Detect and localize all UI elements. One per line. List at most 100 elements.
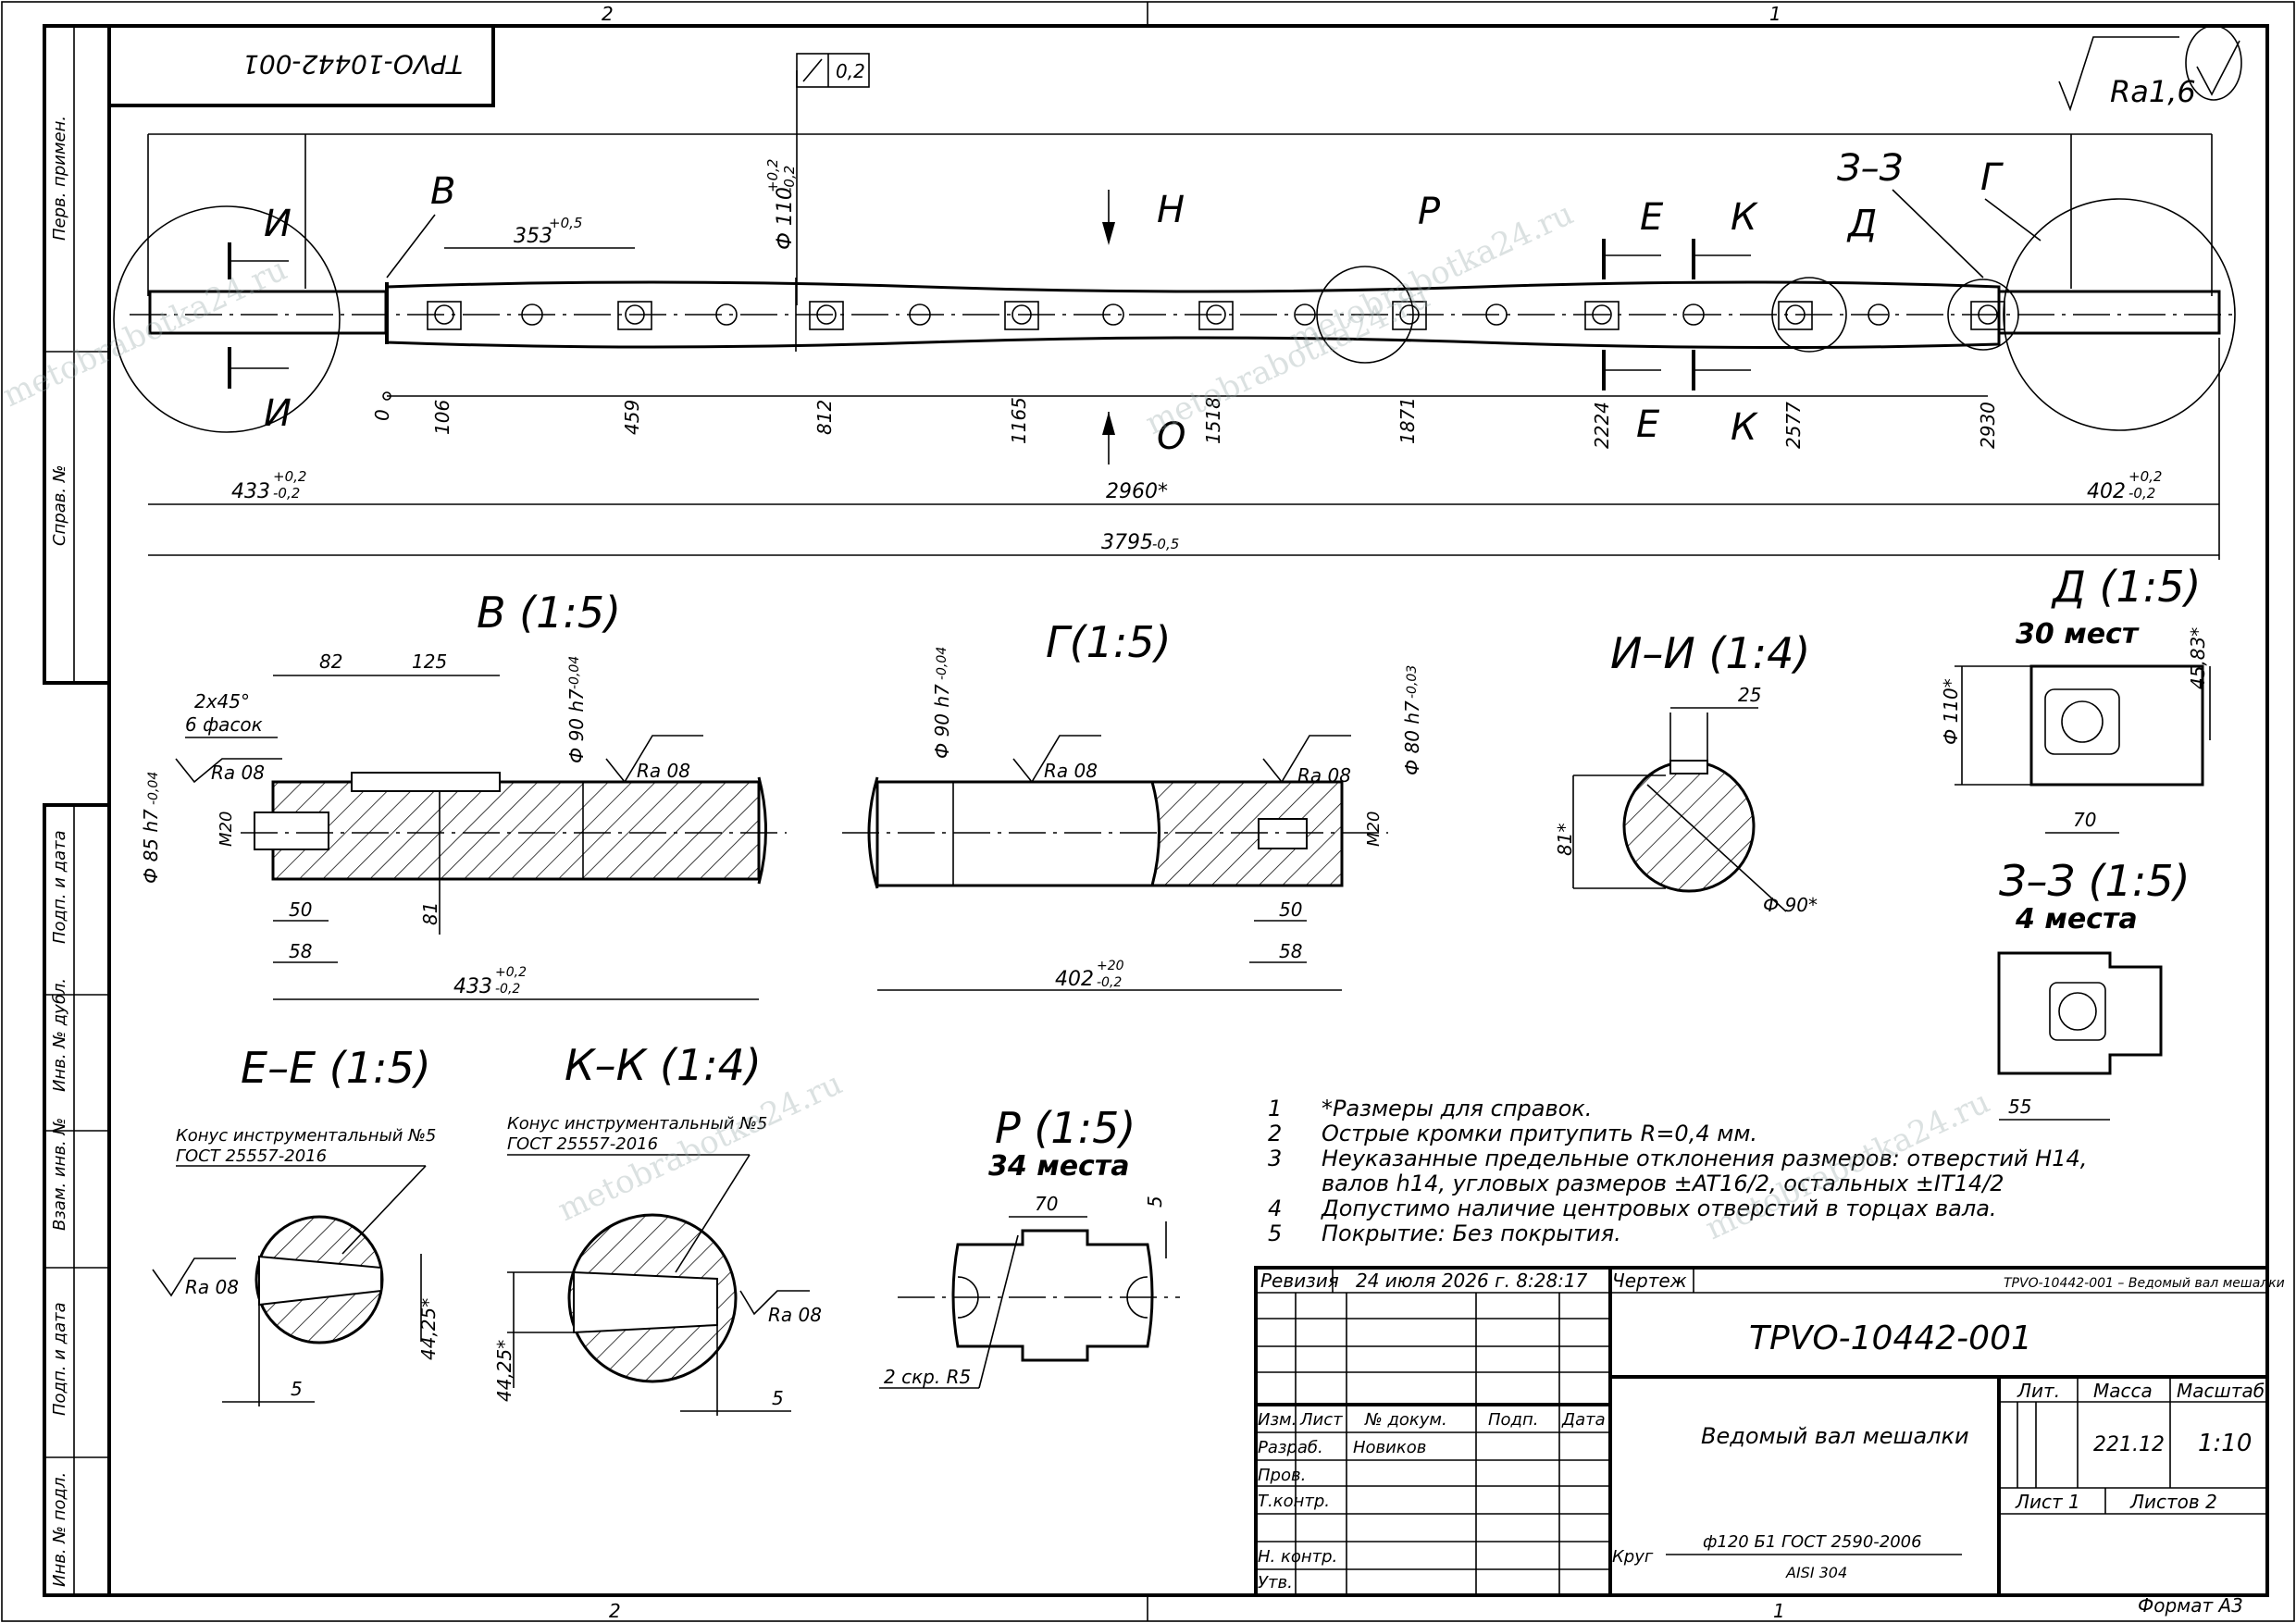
zone-bottom-2: 2: [609, 1600, 621, 1622]
note-5-num: 5: [1268, 1220, 1282, 1246]
runout-tolerance: 0,2: [796, 53, 870, 305]
dim-433-up: +0,2: [273, 468, 306, 485]
view-V: В (1:5) 2х45° 6 фасок Ф 85 h7 -0,04 Ф 90…: [140, 588, 787, 1000]
detail-label-D: Д: [1846, 203, 1877, 245]
dim-d110: Ф 110: [774, 187, 797, 250]
view-33-title: З–З (1:5): [1999, 856, 2191, 906]
view-G-402-dn: -0,2: [1097, 975, 1122, 990]
pos-106: 106: [431, 400, 453, 435]
tb-material-2: AISI 304: [1785, 1564, 1847, 1581]
view-V-d85-tol: -0,04: [146, 772, 161, 805]
view-33-55: 55: [2008, 1096, 2031, 1118]
detail-label-Z33: З–З: [1837, 147, 1903, 190]
view-G: Г(1:5) Ф 90 h7 -0,04 Ф 80 h7 -0,03 Ra 08…: [842, 617, 1423, 991]
view-EE-title: Е–Е (1:5): [241, 1043, 431, 1093]
view-G-ra1: Ra 08: [1044, 760, 1098, 782]
view-KK-5: 5: [772, 1387, 784, 1409]
section-mark-E-top: Е: [1640, 196, 1664, 239]
view-V-50: 50: [289, 898, 312, 921]
technical-notes: 1 *Размеры для справок. 2 Острые кромки …: [1268, 1096, 2087, 1246]
dim-402-up: +0,2: [2128, 468, 2162, 485]
note-1-text: *Размеры для справок.: [1322, 1096, 1592, 1121]
strip-label-ref-no: Справ. №: [50, 465, 69, 546]
roughness-general: Ra1,6: [2058, 25, 2242, 112]
view-D-d110: Ф 110*: [1940, 678, 1962, 745]
view-R-5: 5: [1144, 1196, 1166, 1208]
strip-label-sign-date-1: Подп. и дата: [50, 830, 69, 944]
tb-col-list: Лист: [1299, 1410, 1343, 1430]
view-G-58: 58: [1279, 940, 1302, 962]
detail-circle-Z: [1947, 279, 2019, 351]
view-33: З–З (1:5) 4 места 55: [1997, 856, 2191, 1121]
detail-label-R: Р: [1418, 191, 1441, 233]
view-II-25: 25: [1738, 684, 1761, 706]
view-KK-gost: ГОСТ 25557-2016: [507, 1134, 658, 1154]
view-KK: К–К (1:4) Конус инструментальный №5 ГОСТ…: [493, 1040, 822, 1416]
detail-label-G: Г: [1980, 156, 2004, 199]
note-4-num: 4: [1268, 1196, 1282, 1221]
view-V-d90-tol: -0,04: [567, 656, 582, 689]
strip-label-replace-inv: Взам. инв. №: [50, 1118, 69, 1231]
view-V-81: 81: [419, 902, 441, 925]
view-G-title: Г(1:5): [1046, 617, 1172, 667]
view-R: Р (1:5) 34 места 70 5 2 скр. R5: [879, 1103, 1180, 1389]
view-33-count: 4 места: [2015, 903, 2138, 935]
view-V-ra1: Ra 08: [211, 762, 265, 784]
tb-mass: 221.12: [2093, 1433, 2165, 1456]
view-V-125: 125: [412, 650, 447, 673]
view-G-d90-tol: -0,04: [935, 647, 949, 680]
view-D-count: 30 мест: [2016, 618, 2140, 650]
strip-label-orig-inv: Инв. № подл.: [50, 1472, 69, 1587]
view-KK-ra: Ra 08: [768, 1304, 822, 1326]
view-G-ra2: Ra 08: [1297, 764, 1351, 787]
view-V-chamfer-count: 6 фасок: [185, 713, 263, 736]
note-3b-text: валов h14, угловых размеров ±AT16/2, ост…: [1322, 1171, 2004, 1196]
view-R-count: 34 места: [988, 1150, 1129, 1183]
view-V-58: 58: [289, 940, 312, 962]
dim-353: 353: [514, 225, 552, 248]
view-KK-cone: Конус инструментальный №5: [507, 1114, 767, 1134]
pos-2930: 2930: [1977, 402, 1999, 449]
view-V-chamfer: 2х45°: [194, 690, 250, 712]
view-V-ra2: Ra 08: [637, 760, 690, 782]
section-mark-K-bot: К: [1731, 406, 1758, 449]
view-G-402: 402: [1055, 968, 1094, 991]
view-D: Д (1:5) 30 мест Ф 110* 45,83* 70: [1940, 562, 2211, 834]
tb-drawing-number: TPVO-10442-001: [1749, 1319, 2032, 1357]
dim-3795: 3795: [1101, 531, 1153, 554]
view-G-402-up: +20: [1097, 959, 1124, 973]
dim-3795-tol: -0,5: [1152, 536, 1179, 552]
tb-sheet: Лист 1: [2015, 1491, 2080, 1513]
strip-label-sign-date-2: Подп. и дата: [50, 1302, 69, 1416]
detail-circle-G: [2003, 198, 2236, 431]
arrow-label-O: О: [1157, 415, 1185, 458]
note-1-num: 1: [1268, 1096, 1282, 1121]
tb-row-ncontrol: Н. контр.: [1258, 1547, 1337, 1567]
dim-433-dn: -0,2: [273, 485, 300, 502]
view-KK-44: 44,25*: [493, 1340, 515, 1402]
view-EE: Е–Е (1:5) Конус инструментальный №5 ГОСТ…: [152, 1043, 440, 1406]
pos-2224: 2224: [1591, 402, 1613, 449]
tb-row-checked: Пров.: [1258, 1466, 1306, 1485]
format-label: Формат А3: [2138, 1594, 2243, 1617]
dim-402: 402: [2087, 480, 2126, 503]
view-G-d90: Ф 90 h7: [931, 684, 953, 759]
view-V-433-dn: -0,2: [495, 982, 520, 997]
zone-bottom-1: 1: [1773, 1600, 1785, 1622]
view-EE-5: 5: [291, 1378, 303, 1400]
tb-lit: Лит.: [2017, 1380, 2060, 1402]
tb-row-approved: Утв.: [1258, 1573, 1293, 1592]
detail-circle-D: [1771, 277, 1847, 353]
view-II-title: И–И (1:4): [1610, 628, 1810, 678]
view-EE-44: 44,25*: [417, 1298, 440, 1360]
dim-d110-tol-up: +0,2: [764, 159, 781, 192]
view-V-d85: Ф 85 h7: [140, 809, 162, 884]
mirrored-number: TPVO-10442-001: [242, 49, 463, 80]
pos-459: 459: [621, 400, 643, 435]
pos-812: 812: [813, 400, 836, 435]
note-3-num: 3: [1268, 1146, 1282, 1171]
tb-row-tcontrol: Т.контр.: [1258, 1492, 1330, 1511]
note-2-num: 2: [1268, 1121, 1282, 1146]
